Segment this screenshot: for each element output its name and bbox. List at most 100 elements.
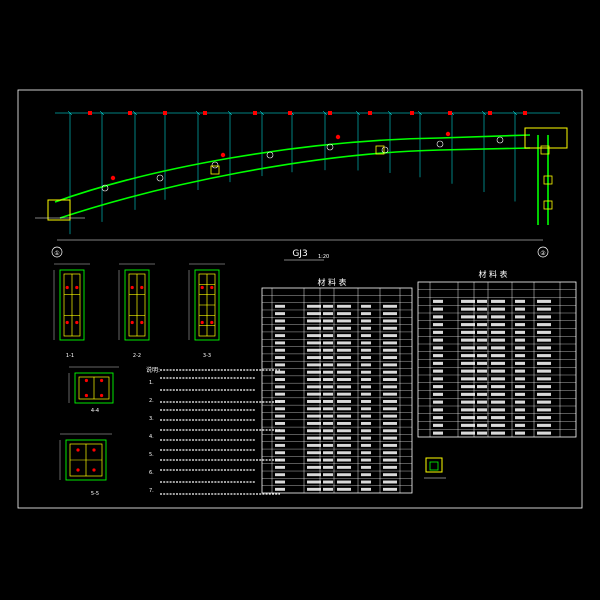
table-cell-text — [337, 304, 351, 308]
table-cell-text — [383, 407, 397, 411]
table-cell-text — [337, 319, 351, 323]
table-cell-text — [307, 473, 321, 477]
table-cell-text — [361, 465, 371, 469]
table-cell-text — [337, 334, 351, 338]
dim-marker — [368, 111, 372, 115]
table-cell-text — [307, 341, 321, 345]
table-cell-text — [491, 423, 505, 427]
dim-marker — [203, 111, 207, 115]
table-cell-text — [361, 429, 371, 433]
dim-tick — [195, 110, 201, 116]
table-cell-text — [337, 326, 351, 330]
table-cell-text — [337, 348, 351, 352]
table-cell-text — [515, 408, 525, 412]
notes-heading: 说明: — [146, 366, 160, 374]
table-cell-text — [307, 370, 321, 374]
table-cell-text — [361, 356, 371, 360]
table-cell-text — [337, 356, 351, 360]
table-cell-text — [307, 378, 321, 381]
table-cell-text — [307, 436, 321, 440]
table-cell-text — [275, 473, 285, 477]
table-cell-text — [461, 423, 475, 427]
table-cell-text — [361, 385, 371, 389]
dim-marker — [253, 111, 257, 115]
table-cell-text — [515, 431, 525, 435]
drawing-title: GJ3 — [292, 249, 307, 259]
table-cell-text — [307, 400, 321, 403]
table-cell-text — [537, 431, 551, 435]
table-cell-text — [433, 307, 443, 311]
dim-marker — [328, 111, 332, 115]
table-cell-text — [461, 431, 475, 435]
left-material-table — [261, 287, 413, 494]
table-cell-text — [323, 480, 333, 484]
table-cell-text — [537, 361, 551, 365]
weld-marker — [110, 175, 116, 181]
table-cell-text — [337, 363, 351, 367]
table-cell-text — [361, 458, 371, 462]
table-cell-text — [361, 487, 371, 491]
table-cell-text — [361, 443, 371, 447]
connection-detail — [543, 200, 553, 210]
table-cell-text — [491, 338, 505, 342]
table-cell-text — [477, 377, 487, 381]
table-cell-text — [307, 421, 321, 425]
table-cell-text — [477, 408, 487, 412]
vertical-grid-lines — [67, 110, 518, 235]
table-cell-text — [461, 392, 475, 396]
table-cell-text — [361, 312, 371, 316]
table-cell-text — [537, 315, 551, 319]
table-cell-text — [491, 377, 505, 381]
note-number: 6. — [149, 470, 154, 476]
table-cell-text — [537, 400, 551, 404]
table-cell-text — [383, 465, 397, 469]
right-column — [537, 135, 549, 225]
table-cell-text — [433, 346, 443, 350]
table-cell-text — [337, 370, 351, 374]
table-cell-text — [275, 458, 285, 462]
note-number: 1. — [149, 380, 154, 386]
connection-detail — [210, 165, 220, 175]
table-cell-text — [383, 487, 397, 491]
table-cell-text — [491, 346, 505, 350]
dim-tick — [512, 110, 518, 116]
table-cell-text — [383, 304, 397, 308]
note-number: 4. — [149, 434, 154, 440]
dim-tick — [132, 110, 138, 116]
table-cell-text — [461, 346, 475, 350]
table-cell-text — [491, 416, 505, 420]
table-cell-text — [337, 429, 351, 433]
table-cell-text — [491, 392, 505, 396]
table-cell-text — [433, 416, 443, 420]
table-cell-text — [383, 356, 397, 360]
table-cell-text — [515, 377, 525, 381]
table-cell-text — [323, 429, 333, 433]
table-cell-text — [307, 385, 321, 389]
axis-bubble-right: ② — [537, 246, 549, 258]
table-cell-text — [477, 392, 487, 396]
section-label-5: 5-5 — [91, 491, 99, 497]
connection-detail — [375, 145, 385, 155]
table-cell-text — [307, 465, 321, 469]
table-cell-text — [433, 369, 443, 373]
table-cell-text — [433, 423, 443, 427]
table-cell-text — [491, 408, 505, 412]
table-cell-text — [477, 338, 487, 342]
table-cell-text — [461, 385, 475, 389]
table-cell-text — [461, 315, 475, 319]
right-eave-highlight — [524, 127, 568, 149]
dim-marker — [448, 111, 452, 115]
table-cell-text — [537, 392, 551, 396]
table-cell-text — [515, 338, 525, 342]
plate-section — [53, 263, 90, 341]
table-cell-text — [477, 385, 487, 389]
section-label-4: 4-4 — [91, 408, 99, 414]
table-cell-text — [361, 400, 371, 403]
table-cell-text — [323, 370, 333, 374]
table-cell-text — [323, 356, 333, 360]
table-cell-text — [323, 465, 333, 469]
table-cell-text — [515, 392, 525, 396]
table-cell-text — [307, 443, 321, 447]
table-cell-text — [337, 458, 351, 462]
